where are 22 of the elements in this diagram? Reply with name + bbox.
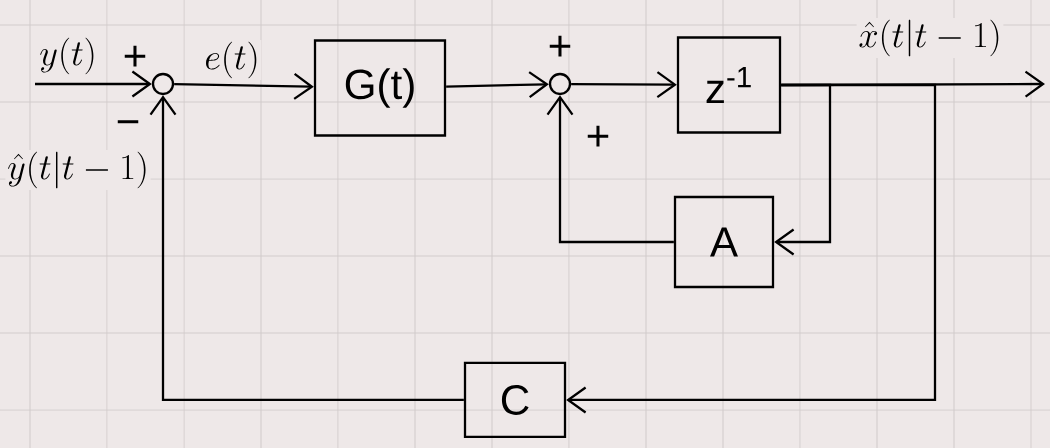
arrow — [149, 95, 464, 402]
block-box: z$^{-1}$ — [676, 36, 782, 134]
edge-label: $y(t)$ — [37, 36, 99, 76]
sign-label: + — [549, 35, 571, 57]
arrow — [546, 95, 674, 244]
edge-label: $e(t)$ — [202, 40, 262, 80]
edge-label: $\hat{x}(t|t-1)$ — [856, 18, 1004, 58]
block-box: C — [463, 361, 567, 439]
arrow — [174, 73, 314, 100]
block-box: A — [673, 195, 775, 289]
block-box: G(t) — [313, 39, 447, 137]
arrow — [571, 71, 677, 98]
arrow — [566, 83, 937, 414]
sign-label: + — [587, 125, 609, 147]
sign-label: − — [117, 120, 139, 124]
arrow — [446, 71, 549, 99]
summing-junction — [548, 72, 572, 96]
summing-junction — [151, 72, 175, 96]
sign-label: + — [124, 45, 146, 67]
edge-label: $\hat{y}(t|t-1)$ — [5, 150, 151, 190]
arrow — [774, 83, 832, 256]
arrow — [35, 70, 152, 98]
